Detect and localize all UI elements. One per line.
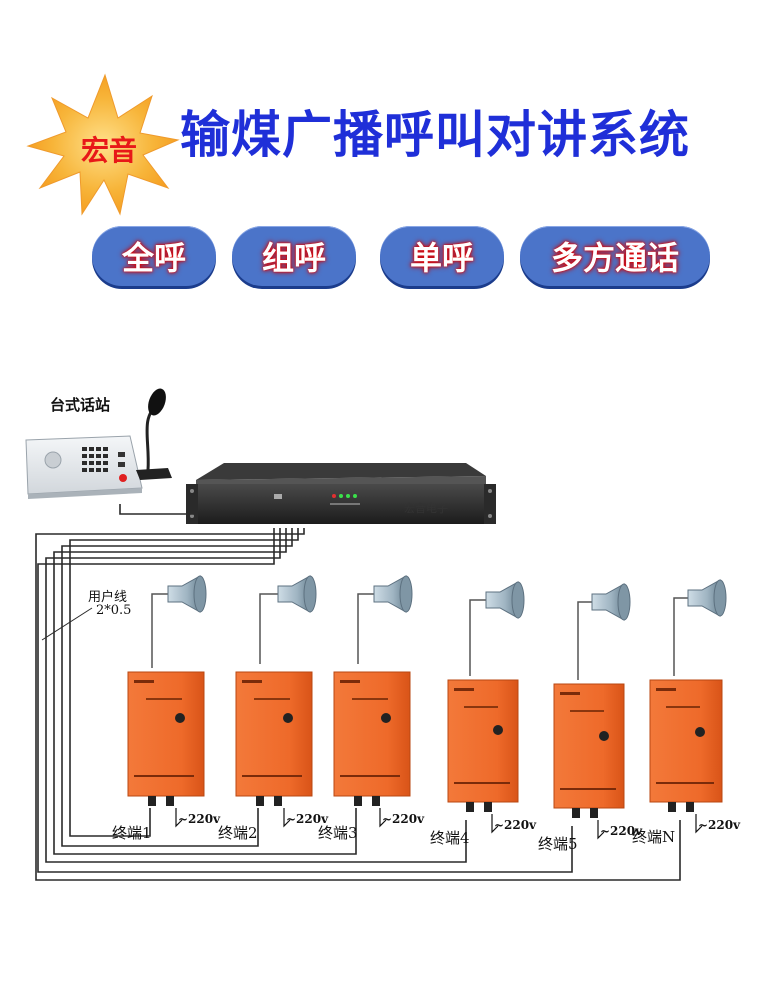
mode-group-call-button[interactable]: 组呼	[232, 226, 356, 286]
microphone-icon	[148, 388, 166, 416]
terminal-box	[447, 679, 519, 803]
handset-knob-icon	[283, 713, 293, 723]
page-title: 输煤广播呼叫对讲系统	[180, 106, 690, 164]
terminal-2	[235, 575, 317, 806]
terminal-label: 终端N	[632, 828, 676, 846]
terminal-box	[333, 671, 411, 797]
mode-conference-button[interactable]: 多方通话	[520, 226, 710, 286]
brand-name: 宏音	[80, 134, 137, 167]
terminal-box	[127, 671, 205, 797]
terminal-box	[235, 671, 313, 797]
power-label: ~220v	[382, 812, 425, 826]
horn-speaker-icon	[277, 575, 317, 613]
host-company-label: 宏音电子	[404, 502, 448, 515]
terminal-label: 终端4	[430, 829, 470, 847]
horn-speaker-icon	[591, 583, 631, 621]
power-label: ~220v	[178, 812, 221, 826]
horn-speaker-icon	[485, 581, 525, 619]
terminal-label: 终端1	[112, 824, 152, 842]
terminal-label: 终端3	[318, 824, 358, 842]
handset-knob-icon	[493, 725, 503, 735]
cable-bundle	[35, 504, 681, 881]
terminal-5	[553, 583, 631, 818]
desk-station	[25, 388, 172, 499]
terminal-label: 终端5	[538, 835, 578, 853]
terminal-1	[127, 575, 207, 806]
cable-label: 用户线	[88, 590, 128, 605]
horn-speaker-icon	[167, 575, 207, 613]
cable-spec-label: 2*0.5	[96, 603, 132, 618]
handset-knob-icon	[695, 727, 705, 737]
power-label: ~220v	[698, 818, 741, 832]
mode-all-call-button[interactable]: 全呼	[92, 226, 216, 286]
handset-knob-icon	[599, 731, 609, 741]
horn-speaker-icon	[373, 575, 413, 613]
terminal-box	[649, 679, 723, 803]
host-unit	[186, 463, 496, 524]
handset-knob-icon	[381, 713, 391, 723]
desk-station-label: 台式话站	[50, 396, 111, 414]
handset-knob-icon	[175, 713, 185, 723]
cable-label-leader	[41, 607, 93, 641]
terminal-4	[447, 581, 525, 812]
status-led-icon	[332, 494, 357, 498]
terminal-3	[333, 575, 413, 806]
terminal-box	[553, 683, 625, 809]
terminal-label: 终端2	[218, 824, 258, 842]
terminal-n	[649, 579, 727, 812]
usb-port-icon	[274, 494, 282, 499]
ptt-button-icon	[119, 474, 127, 482]
power-arrows	[175, 808, 703, 840]
horn-speaker-icon	[687, 579, 727, 617]
power-label: ~220v	[600, 824, 643, 838]
mode-single-call-button[interactable]: 单呼	[380, 226, 504, 286]
keypad-icon	[82, 447, 108, 472]
power-label: ~220v	[286, 812, 329, 826]
brand-starburst	[26, 73, 180, 216]
power-label: ~220v	[494, 818, 537, 832]
speaker-grille-icon	[44, 451, 62, 469]
